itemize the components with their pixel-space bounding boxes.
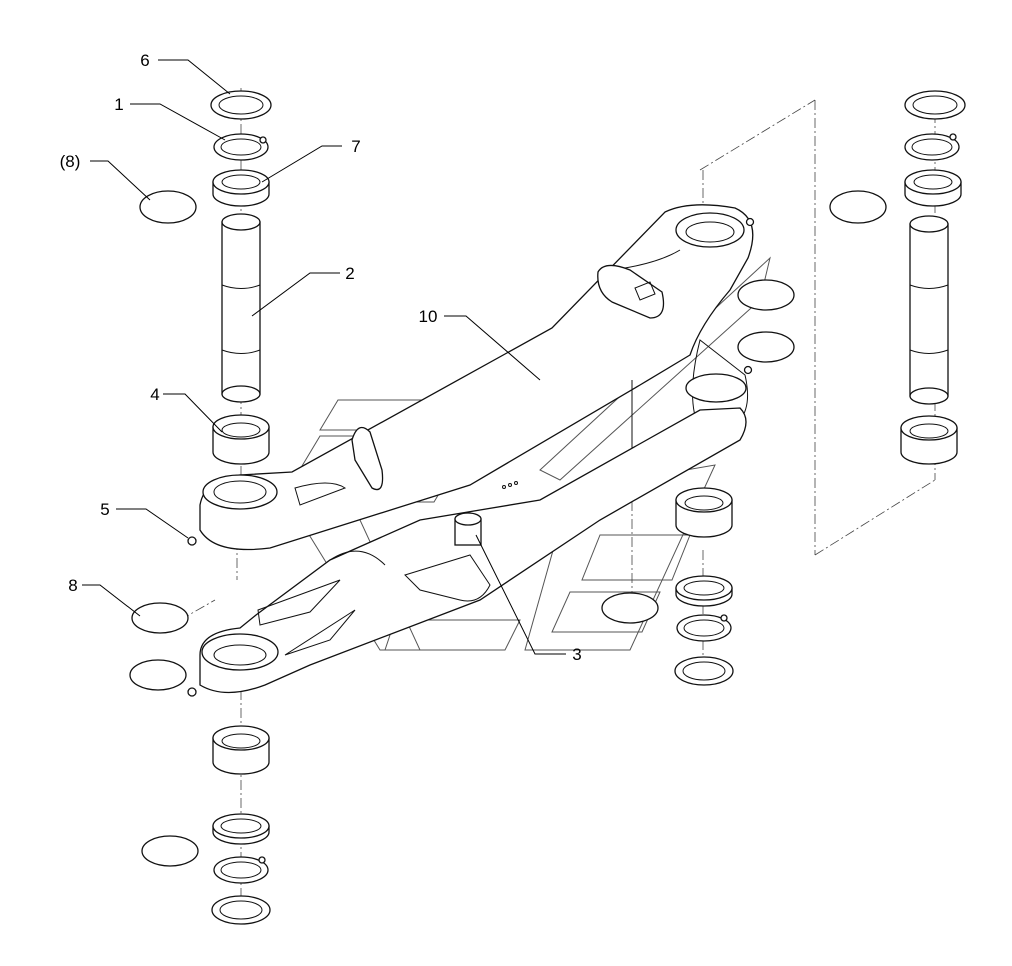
callout-7: 7 [351, 137, 360, 156]
callout-6: 6 [140, 51, 149, 70]
callout-4: 4 [150, 385, 159, 404]
callout-10: 10 [419, 307, 438, 326]
callout-1: 1 [114, 95, 123, 114]
right-parts-stack [829, 90, 966, 465]
left-upper-parts-stack [139, 90, 272, 546]
center-right-parts-stack [601, 279, 795, 686]
callout-labels: 6 1 (8) 7 2 10 4 5 8 3 [60, 51, 582, 664]
callout-8-optional: (8) [60, 152, 81, 171]
left-lower-parts-stack [129, 602, 271, 925]
callout-2: 2 [345, 264, 354, 283]
callout-leader-lines [82, 59, 566, 655]
pin-3 [454, 512, 482, 546]
callout-3: 3 [572, 645, 581, 664]
callout-5: 5 [100, 500, 109, 519]
callout-8: 8 [68, 576, 77, 595]
swing-frame-body [199, 204, 755, 694]
